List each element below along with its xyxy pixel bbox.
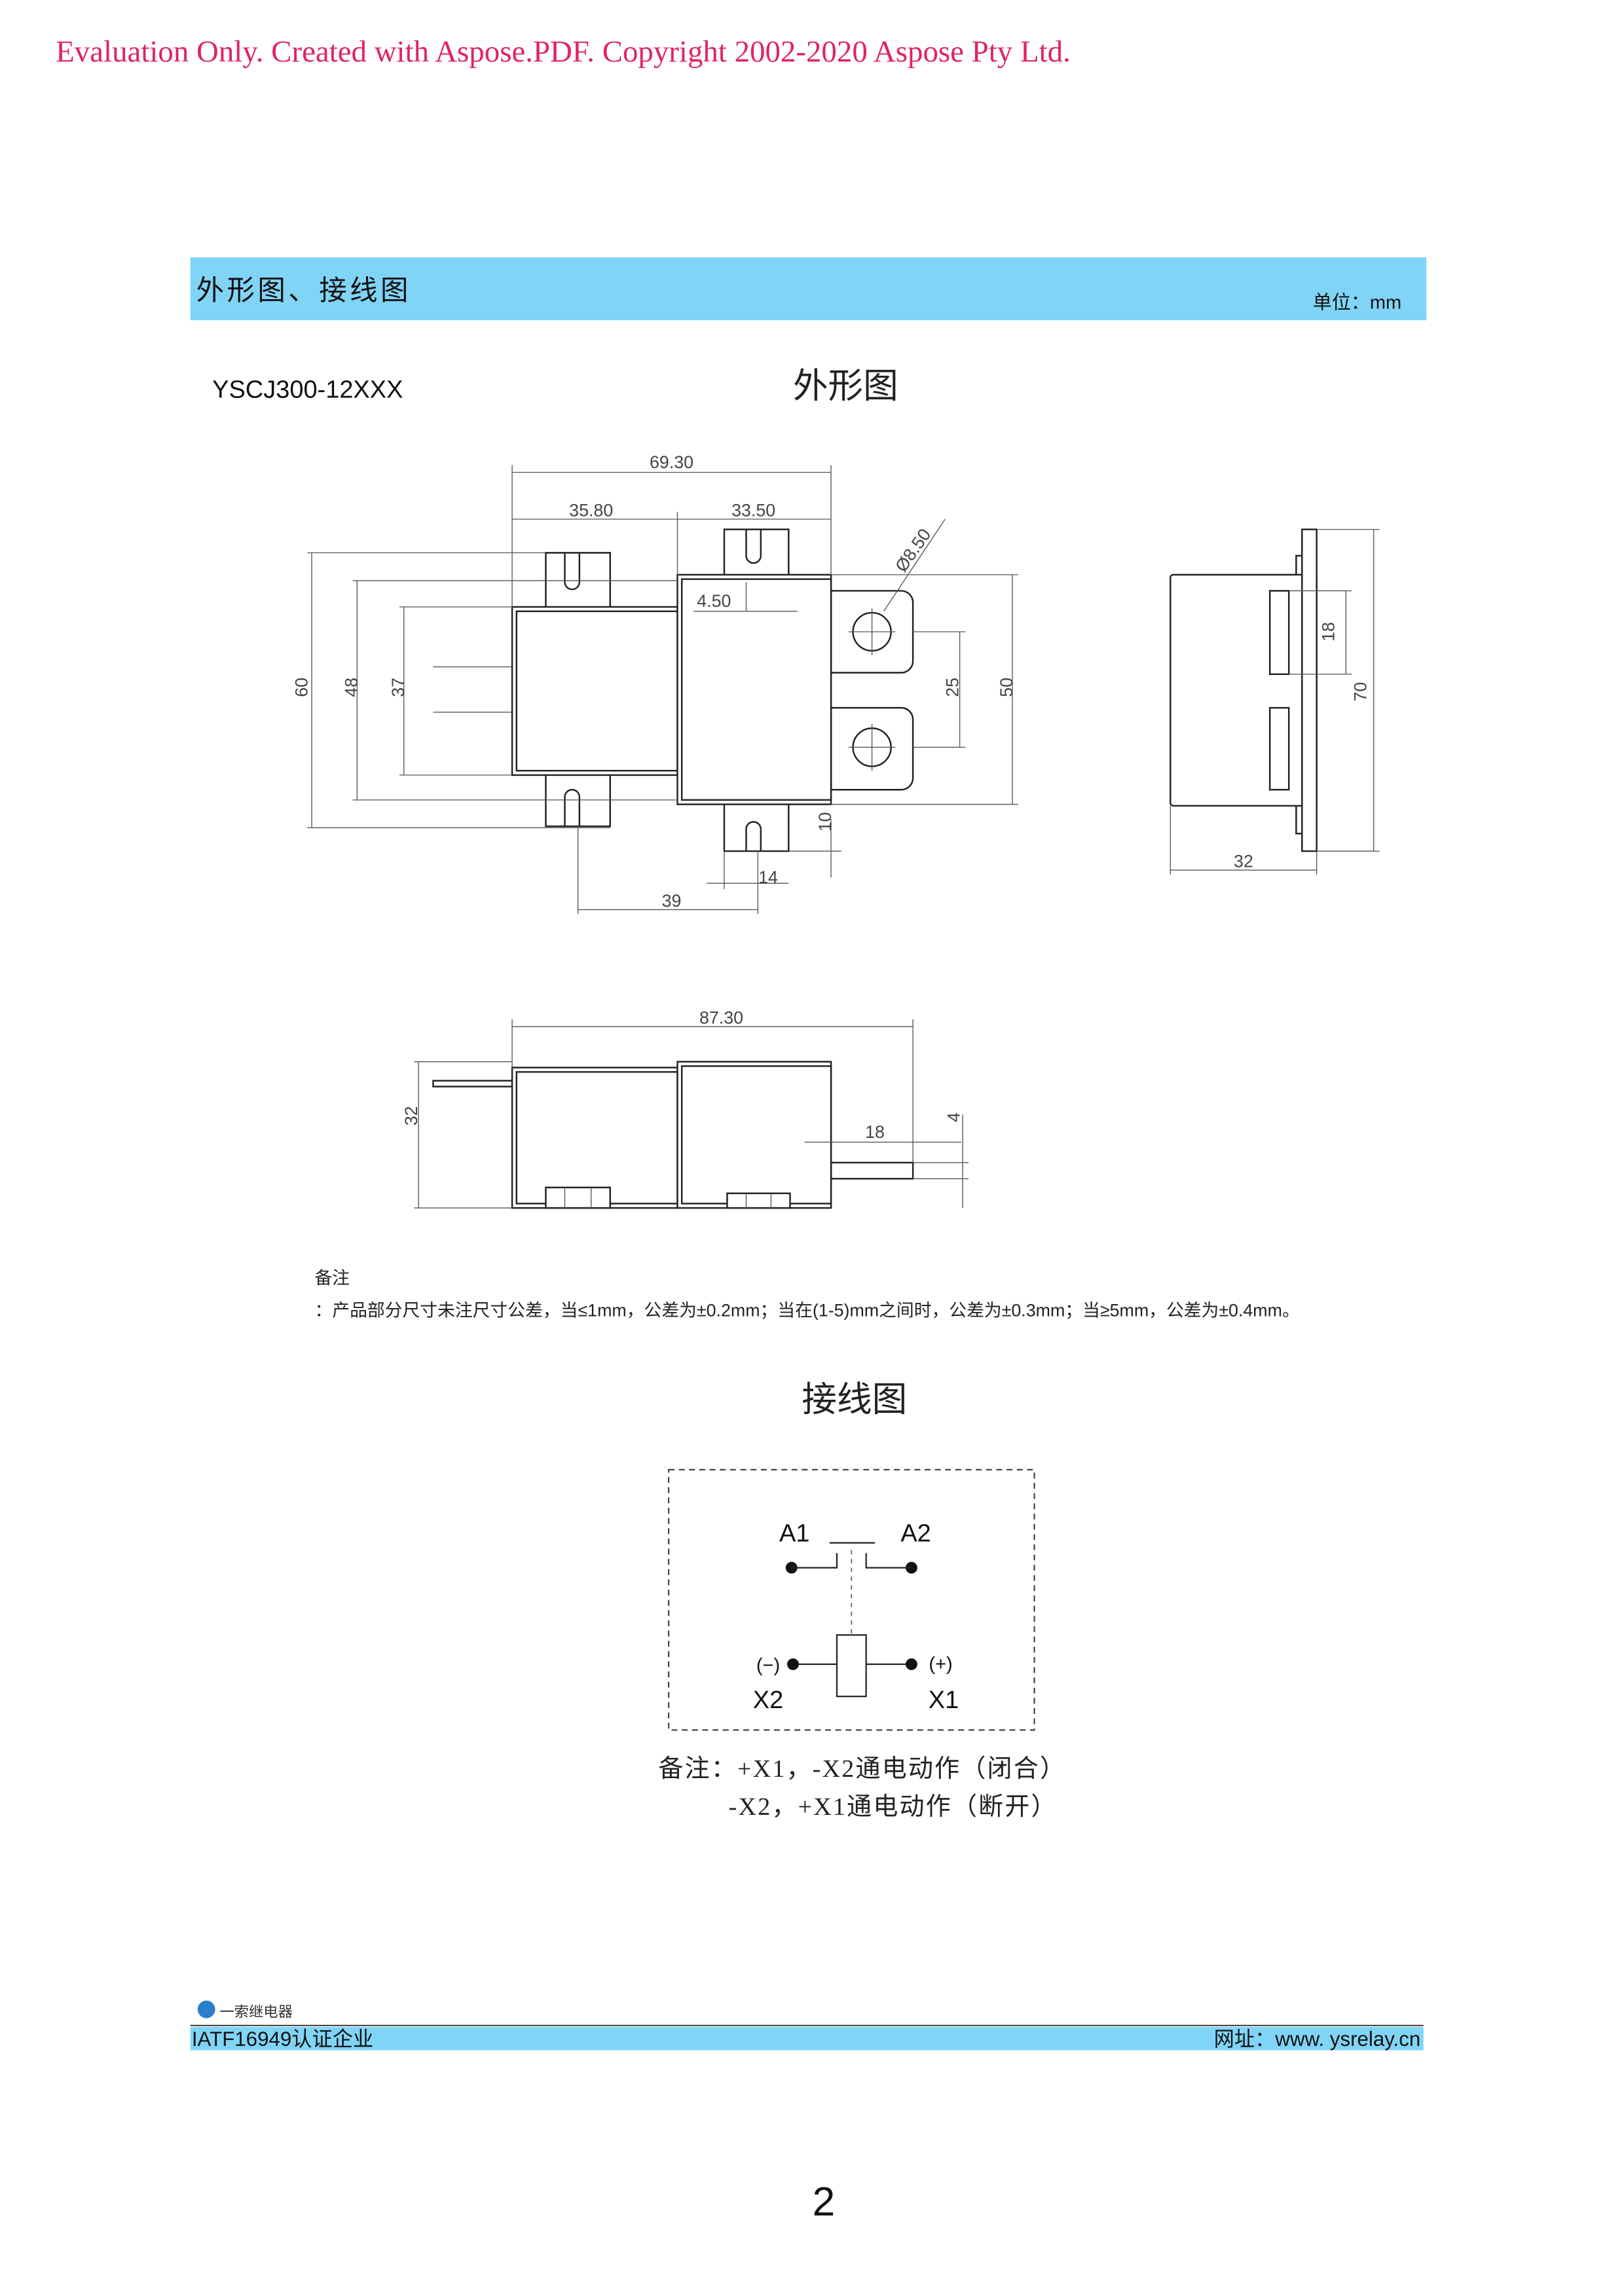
dim-25: 25 bbox=[942, 678, 962, 697]
certification-text: IATF16949认证企业 bbox=[192, 2028, 373, 2050]
unit-label: 单位：mm bbox=[1313, 291, 1401, 313]
dim-18-side: 18 bbox=[1318, 622, 1338, 642]
page-number: 2 bbox=[812, 2179, 835, 2225]
dim-18-bottom: 18 bbox=[865, 1122, 885, 1142]
dim-33-50: 33.50 bbox=[731, 501, 775, 520]
outline-title: 外形图 bbox=[793, 367, 898, 406]
top-view-drawing: 69.30 35.80 33.50 Ø8.50 4.50 60 48 37 25… bbox=[291, 452, 1018, 915]
dim-37: 37 bbox=[388, 678, 408, 697]
dim-48: 48 bbox=[341, 678, 361, 697]
minus-label: (−) bbox=[756, 1655, 780, 1676]
section-title: 外形图、接线图 bbox=[196, 275, 411, 306]
model-number: YSCJ300-12XXX bbox=[212, 376, 403, 404]
watermark: Evaluation Only. Created with Aspose.PDF… bbox=[56, 35, 1071, 69]
section-header-bar bbox=[190, 257, 1427, 321]
dim-39: 39 bbox=[662, 891, 682, 911]
dim-4: 4 bbox=[944, 1112, 964, 1122]
bottom-view-drawing: 87.30 32 18 4 bbox=[401, 1008, 969, 1209]
wiring-title: 接线图 bbox=[802, 1380, 907, 1419]
terminal-x2-label: X2 bbox=[753, 1686, 783, 1714]
dim-14: 14 bbox=[758, 867, 778, 887]
brand-name: 一索继电器 bbox=[219, 2003, 293, 2020]
dim-32-bottom: 32 bbox=[401, 1106, 421, 1125]
plus-label: (+) bbox=[929, 1654, 952, 1675]
website-link[interactable]: 网址：www. ysrelay.cn bbox=[1214, 2028, 1421, 2050]
brand-logo-icon bbox=[197, 2000, 215, 2018]
dim-10: 10 bbox=[815, 812, 835, 831]
terminal-a2-label: A2 bbox=[900, 1520, 931, 1547]
wiring-diagram: A1 A2 (−) (+) X2 X1 bbox=[667, 1468, 1035, 1731]
notes-text: ：产品部分尺寸未注尺寸公差，当≤1mm，公差为±0.2mm；当在(1-5)mm之… bbox=[315, 1300, 1300, 1320]
side-view-drawing: 18 70 32 bbox=[1170, 528, 1380, 875]
terminal-x1-dot bbox=[905, 1658, 917, 1670]
dim-70: 70 bbox=[1351, 682, 1371, 702]
notes-label: 备注 bbox=[315, 1268, 350, 1288]
terminal-x1-label: X1 bbox=[929, 1686, 959, 1714]
footer: 一索继电器 IATF16949认证企业 网址：www. ysrelay.cn bbox=[190, 2000, 1424, 2050]
dim-4-50: 4.50 bbox=[697, 591, 731, 611]
wiring-note-2: -X2，+X1通电动作（断开） bbox=[729, 1793, 1058, 1821]
coil bbox=[836, 1634, 867, 1698]
dim-35-80: 35.80 bbox=[569, 501, 613, 520]
terminal-x2-dot bbox=[787, 1658, 799, 1670]
terminal-a1-label: A1 bbox=[779, 1520, 809, 1547]
wiring-note-1: 备注：+X1，-X2通电动作（闭合） bbox=[658, 1755, 1066, 1783]
dim-69-30: 69.30 bbox=[650, 452, 693, 472]
dim-50: 50 bbox=[997, 678, 1016, 697]
dim-87-30: 87.30 bbox=[699, 1008, 743, 1028]
dim-32-side: 32 bbox=[1234, 852, 1253, 871]
dim-60: 60 bbox=[291, 678, 311, 697]
